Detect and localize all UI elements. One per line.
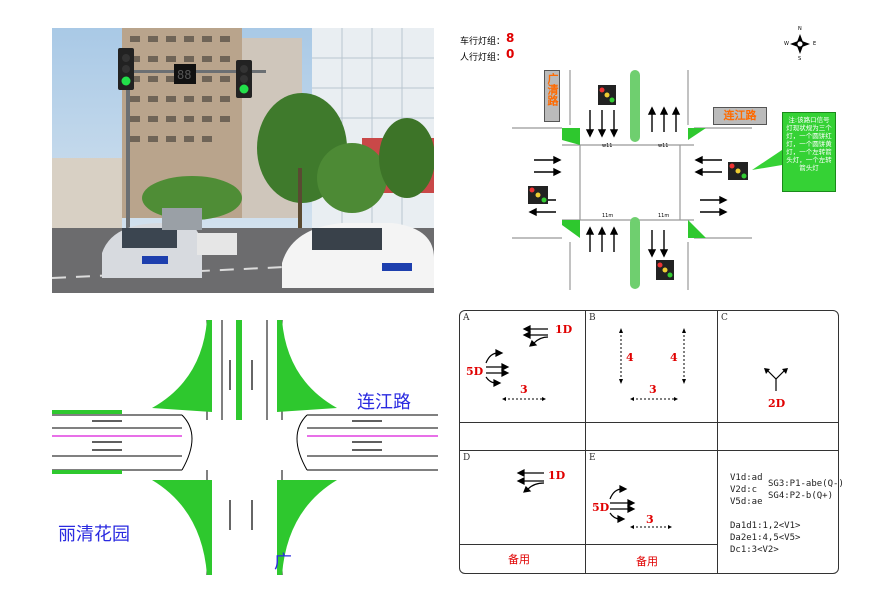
phase-table: A 1D 5D 3 B <box>459 310 844 574</box>
area-label-liqing: 丽清花园 <box>58 524 130 545</box>
phase-label: 4 <box>670 351 678 364</box>
phase-cell-b: B 4 4 3 <box>586 311 718 423</box>
phase-code-cell: V1d:ad V2d:c V5d:ae SG3:P1-abe(Q-) SG4:P… <box>718 451 844 573</box>
phase-label: 3 <box>646 513 654 526</box>
separator-cell <box>460 423 586 451</box>
signal-head-icon <box>656 260 674 280</box>
phase-letter: E <box>589 453 596 463</box>
reserve-cell: 备用 <box>460 545 586 573</box>
code-sg4: SG4:P2-b(Q+) <box>768 491 834 501</box>
compass-w: W <box>784 41 789 47</box>
road-label-lianjiang: 连江路 <box>357 392 411 413</box>
phase-letter: A <box>463 313 470 323</box>
vehicle-groups-label: 车行灯组： <box>460 37 506 47</box>
lane-width-label: w11 <box>602 143 613 149</box>
lane-width-label: 11m <box>602 213 614 219</box>
reserve-label: 备用 <box>508 553 530 566</box>
phase-cell-c: C 2D <box>718 311 838 423</box>
intersection-plan <box>512 34 810 290</box>
code-da2: Da2e1:4,5<V5> <box>730 533 801 543</box>
phase-label: 3 <box>520 383 528 396</box>
code-v2: V2d:c <box>730 485 758 495</box>
phase-cell-e: E 5D 3 <box>586 451 718 545</box>
compass-e: E <box>813 41 817 47</box>
reserve-label: 备用 <box>636 555 658 568</box>
phase-label: 4 <box>626 351 634 364</box>
phase-cell-a: A 1D 5D 3 <box>460 311 586 423</box>
signal-head-icon <box>598 85 616 105</box>
road-tag-guangqing-text: 广清路 <box>546 73 559 106</box>
ped-groups-label: 人行灯组： <box>460 53 506 63</box>
road-tag-lianjiang: 连江路 <box>713 107 767 125</box>
signal-note-callout: 注:该路口信号灯现状规为三个灯，一个圆饼红灯，一个圆饼黄灯，一个左转箭头灯，一个… <box>782 112 836 192</box>
phase-cell-d: D 1D <box>460 451 586 545</box>
compass-icon <box>790 34 810 54</box>
code-da1: Da1d1:1,2<V1> <box>730 521 801 531</box>
signal-head-icon <box>728 162 748 180</box>
phase-label: 1D <box>555 323 573 336</box>
phase-label: 1D <box>548 469 566 482</box>
compass-s: S <box>798 56 802 62</box>
signal-diagram: 车行灯组： 8 人行灯组： 0 <box>452 20 852 300</box>
channelization-plan: 连江路 丽清花园 广 <box>52 320 438 575</box>
phase-letter: D <box>463 453 471 463</box>
vehicle-groups-value: 8 <box>506 31 515 45</box>
code-v5: V5d:ae <box>730 497 763 507</box>
phase-letter: B <box>589 313 596 323</box>
compass-n: N <box>798 26 802 32</box>
lane-width-label: w11 <box>658 143 669 149</box>
code-sg3: SG3:P1-abe(Q-) <box>768 479 844 489</box>
svg-text:88: 88 <box>177 68 191 82</box>
phase-label: 5D <box>592 501 610 514</box>
road-label-guang: 广 <box>274 552 292 573</box>
phase-letter: C <box>721 313 728 323</box>
signal-head-icon <box>528 186 548 204</box>
separator-cell <box>718 423 838 451</box>
lane-width-label: 11m <box>658 213 670 219</box>
road-tag-guangqing: 广清路 <box>544 70 560 122</box>
phase-label: 3 <box>649 383 657 396</box>
reserve-cell: 备用 <box>586 545 718 573</box>
code-dc1: Dc1:3<V2> <box>730 545 779 555</box>
ped-groups-value: 0 <box>506 47 515 61</box>
intersection-photo: 88 <box>52 28 434 293</box>
code-v1: V1d:ad <box>730 473 763 483</box>
separator-cell <box>586 423 718 451</box>
phase-label: 5D <box>466 365 484 378</box>
phase-label: 2D <box>768 397 786 410</box>
